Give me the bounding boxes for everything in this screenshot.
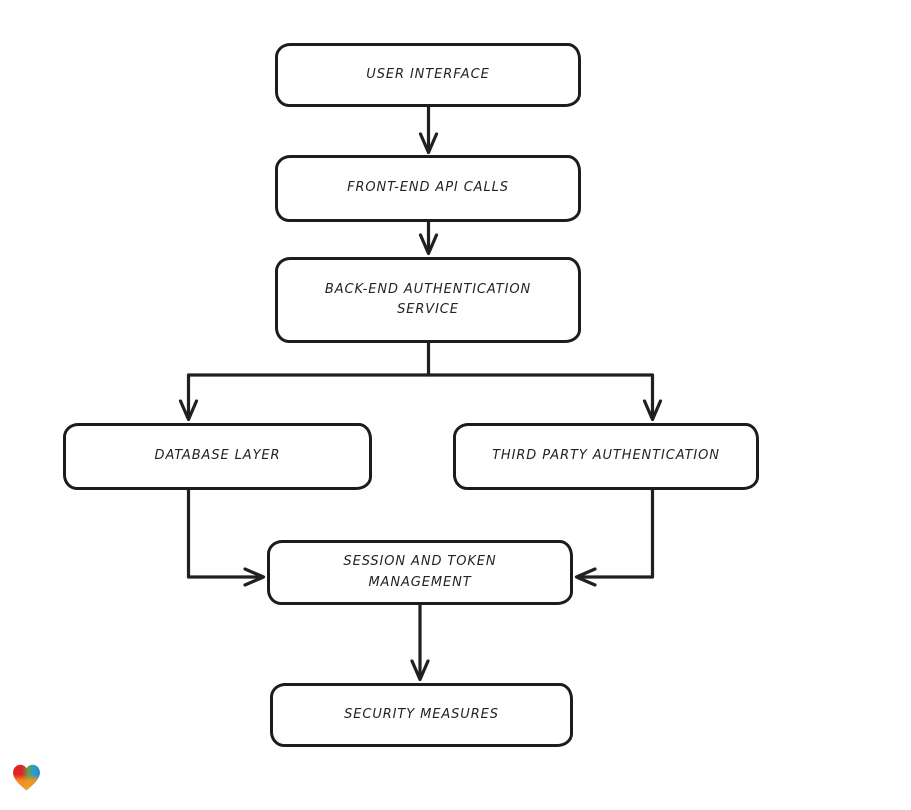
node-label: THIRD PARTY AUTHENTICATION bbox=[492, 448, 720, 464]
node-session-and-token-management: SESSION AND TOKEN MANAGEMENT bbox=[267, 540, 573, 605]
edge-session-and-token-management-to-security-measures bbox=[410, 602, 430, 682]
node-label: DATABASE LAYER bbox=[154, 448, 281, 464]
node-database-layer: DATABASE LAYER bbox=[63, 423, 372, 490]
edge-front-end-api-calls-to-back-end-authentication-service bbox=[418, 219, 439, 256]
node-user-interface: USER INTERFACE bbox=[275, 43, 581, 107]
node-label: BACK-END AUTHENTICATION SERVICE bbox=[324, 281, 532, 317]
edge-user-interface-to-front-end-api-calls bbox=[418, 104, 439, 155]
node-security-measures: SECURITY MEASURES bbox=[270, 683, 573, 747]
node-label: SECURITY MEASURES bbox=[344, 706, 499, 722]
gradient-heart-logo-icon bbox=[13, 764, 40, 791]
node-back-end-authentication-service: BACK-END AUTHENTICATION SERVICE bbox=[275, 257, 581, 343]
edge-database-layer-to-session-and-token-management bbox=[186, 487, 266, 587]
edge-third-party-authentication-to-session-and-token-management bbox=[574, 487, 655, 587]
node-label: USER INTERFACE bbox=[366, 66, 490, 82]
edge-back-end-authentication-service-to-third-party-authentication bbox=[426, 373, 663, 422]
node-label: FRONT-END API CALLS bbox=[347, 180, 509, 196]
node-label: SESSION AND TOKEN MANAGEMENT bbox=[343, 554, 497, 590]
node-front-end-api-calls: FRONT-END API CALLS bbox=[275, 155, 581, 222]
edge-back-end-authentication-service-to-database-layer bbox=[178, 340, 431, 422]
node-third-party-authentication: THIRD PARTY AUTHENTICATION bbox=[453, 423, 759, 490]
